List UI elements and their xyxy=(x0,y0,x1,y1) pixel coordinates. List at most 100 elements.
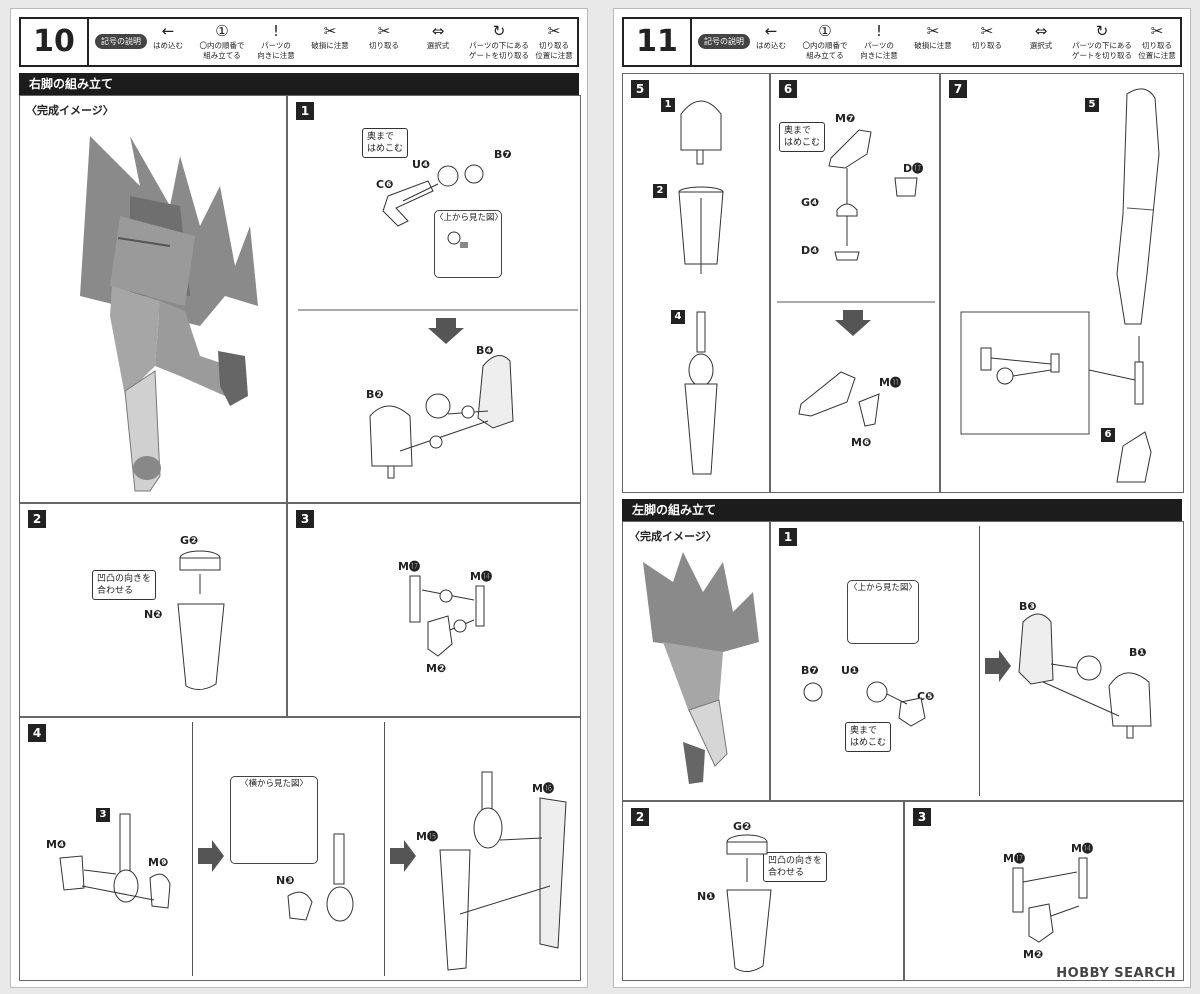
page-number: 10 xyxy=(21,19,89,65)
left-leg-step-3-panel: 3 M⓱ M⓮ M❷ xyxy=(904,801,1184,981)
step-5-panel: 5 1 2 4 xyxy=(622,73,770,493)
note-insert-fully: 奥まで はめこむ xyxy=(779,122,826,152)
cut-position-icon: ✂ xyxy=(1150,22,1164,40)
top-view-inset: 〈上から見た図〉 xyxy=(847,580,919,644)
complete-image-label: 〈完成イメージ〉 xyxy=(26,104,114,117)
complete-image-panel-left-leg: 〈完成イメージ〉 xyxy=(622,521,770,801)
note-insert-fully: 奥まで はめこむ xyxy=(362,128,409,158)
step-1-panel: 1 奥まで はめこむ U❹ B❼ C❻ 〈上から見た図〉 B❹ B❷ xyxy=(287,95,581,503)
step-7-panel: 7 5 6 I❾ I⓫ I❼ xyxy=(940,73,1184,493)
part-label-m15: M⓯ xyxy=(416,830,438,843)
note-insert-fully: 奥まで はめこむ xyxy=(845,722,892,752)
select-arrows-icon: ⇔ xyxy=(1034,22,1048,40)
legend-cut-position: ✂切り取る 位置に注意 xyxy=(1132,23,1182,61)
part-label-m4: M❹ xyxy=(46,838,67,851)
step-4-panel: 4 3 M❹ M❾ 〈横から見た図〉 N❸ M⓰ M⓯ xyxy=(19,717,581,981)
sub-step-2: 2 xyxy=(653,184,667,198)
step-6-diagram xyxy=(777,129,935,427)
cut-icon: ✂ xyxy=(377,22,391,40)
step-number: 6 xyxy=(779,80,797,98)
section-title-left-leg: 左脚の組み立て xyxy=(622,499,1182,521)
step-3-panel: 3 M⓱ M⓮ M❷ xyxy=(287,503,581,717)
legend-damage: ✂破損に注意 xyxy=(908,23,958,51)
legend-direction: !パーツの 向きに注意 xyxy=(251,23,301,61)
part-label-m17: M⓱ xyxy=(398,560,420,573)
gate-icon: ↻ xyxy=(1095,22,1109,40)
caution-icon: ! xyxy=(875,22,882,40)
part-label-m14: M⓮ xyxy=(1071,842,1093,855)
part-label-m2: M❷ xyxy=(1023,948,1044,961)
part-label-m6: M❻ xyxy=(851,436,872,449)
part-label-m14: M⓮ xyxy=(470,570,492,583)
part-label-m11: M⓫ xyxy=(879,376,901,389)
legend-insert: ←はめ込む xyxy=(746,23,796,51)
legend-insert: ←はめ込む xyxy=(143,23,193,51)
step-number: 1 xyxy=(779,528,797,546)
figure-right-leg-image xyxy=(80,136,258,492)
order-number-icon: ① xyxy=(215,22,229,40)
part-label-m7: M❼ xyxy=(835,112,856,125)
legend-cut: ✂切り取る xyxy=(962,23,1012,51)
note-align-notch: 凹凸の向きを 合わせる xyxy=(92,570,157,600)
step-number: 2 xyxy=(631,808,649,826)
step-4-diagram xyxy=(59,771,567,971)
legend-select: ⇔選択式 xyxy=(1016,23,1066,51)
step-number: 3 xyxy=(913,808,931,826)
part-label-b7: B❼ xyxy=(494,148,512,161)
legend-select: ⇔選択式 xyxy=(413,23,463,51)
part-label-b1: B❶ xyxy=(1129,646,1147,659)
part-label-m9: M❾ xyxy=(148,856,169,869)
step-2-diagram xyxy=(177,550,225,690)
section-title-right-leg: 右脚の組み立て xyxy=(19,73,579,95)
damage-icon: ✂ xyxy=(323,22,337,40)
cut-icon: ✂ xyxy=(980,22,994,40)
left-leg-step-2-panel: 2 G❷ 凹凸の向きを 合わせる N❶ xyxy=(622,801,904,981)
part-label-g4: G❹ xyxy=(801,196,820,209)
sub-step-number: 3 xyxy=(96,808,110,822)
page-number: 11 xyxy=(624,19,692,65)
part-label-b4: B❹ xyxy=(476,344,494,357)
side-view-inset: 〈横から見た図〉 xyxy=(230,776,318,864)
legend-key-label: 記号の説明 xyxy=(698,34,750,49)
note-align-notch: 凹凸の向きを 合わせる xyxy=(763,852,828,882)
part-label-m2: M❷ xyxy=(426,662,447,675)
part-label-c6: C❻ xyxy=(376,178,394,191)
step-number: 4 xyxy=(28,724,46,742)
part-label-u1: U❶ xyxy=(841,664,860,677)
step-2-panel: 2 G❷ 凹凸の向きを 合わせる N❷ xyxy=(19,503,287,717)
caution-icon: ! xyxy=(272,22,279,40)
part-label-m17: M⓱ xyxy=(1003,852,1025,865)
part-label-n3: N❸ xyxy=(276,874,295,887)
step-number: 3 xyxy=(296,510,314,528)
part-label-g2: G❷ xyxy=(180,534,199,547)
part-label-d17: D⓱ xyxy=(903,162,924,175)
left-leg-step-1-panel: 1 〈上から見た図〉 B❼ U❶ C❺ 奥まで はめこむ B❸ B❶ xyxy=(770,521,1184,801)
step-6-panel: 6 奥まで はめこむ M❼ D⓱ G❹ D❹ M⓫ M❻ xyxy=(770,73,940,493)
legend-damage: ✂破損に注意 xyxy=(305,23,355,51)
part-label-d4: D❹ xyxy=(801,244,820,257)
legend-key-label: 記号の説明 xyxy=(95,34,147,49)
damage-icon: ✂ xyxy=(926,22,940,40)
legend-direction: !パーツの 向きに注意 xyxy=(854,23,904,61)
step-7-diagram xyxy=(960,88,1160,483)
top-view-label: 〈上から見た図〉 xyxy=(435,213,504,223)
side-view-label: 〈横から見た図〉 xyxy=(239,779,308,789)
part-label-m16: M⓰ xyxy=(532,782,554,795)
hobby-search-watermark: HOBBY SEARCH xyxy=(1056,966,1176,981)
legend-gate: ↻パーツの下にある ゲートを切り取る xyxy=(469,22,529,60)
part-label-n1: N❶ xyxy=(697,890,716,903)
step-5-diagram xyxy=(678,100,724,475)
legend-cut-position: ✂切り取る 位置に注意 xyxy=(529,23,579,61)
step-number: 5 xyxy=(631,80,649,98)
gate-icon: ↻ xyxy=(492,22,506,40)
insert-arrow-icon: ← xyxy=(764,22,778,40)
legend-cut: ✂切り取る xyxy=(359,23,409,51)
insert-arrow-icon: ← xyxy=(161,22,175,40)
top-view-label: 〈上から見た図〉 xyxy=(848,583,917,593)
step-number: 7 xyxy=(949,80,967,98)
